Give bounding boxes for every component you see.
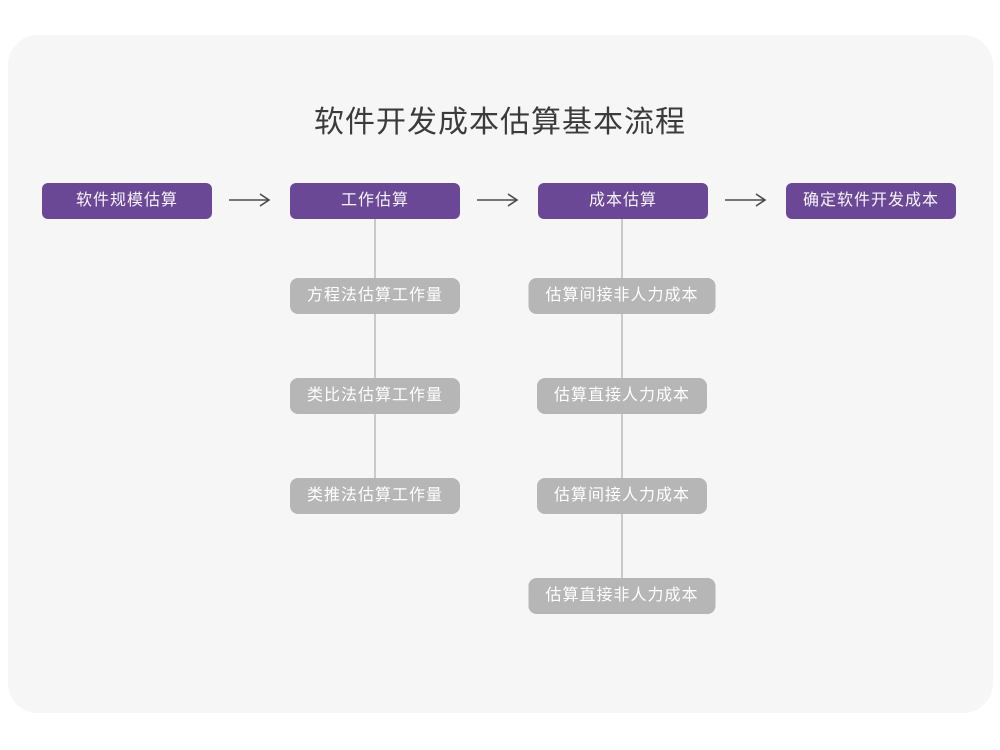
page-title: 软件开发成本估算基本流程 bbox=[314, 106, 686, 139]
flowchart-card bbox=[8, 35, 993, 713]
sub-step-extrapolation-method: 类推法估算工作量 bbox=[289, 478, 461, 514]
flow-step-determine-development-cost: 确定软件开发成本 bbox=[786, 183, 956, 219]
sub-step-analogy-method: 类比法估算工作量 bbox=[289, 378, 461, 414]
arrow-right-icon bbox=[229, 193, 271, 207]
sub-step-indirect-labor-cost: 估算间接人力成本 bbox=[536, 478, 708, 514]
connector-line-work-estimation bbox=[374, 218, 376, 478]
flow-step-software-scale-estimation: 软件规模估算 bbox=[42, 183, 212, 219]
arrow-right-icon bbox=[725, 193, 767, 207]
flow-step-work-estimation: 工作估算 bbox=[290, 183, 460, 219]
sub-step-indirect-non-labor-cost: 估算间接非人力成本 bbox=[528, 278, 716, 314]
flow-step-cost-estimation: 成本估算 bbox=[538, 183, 708, 219]
sub-step-direct-non-labor-cost: 估算直接非人力成本 bbox=[528, 578, 716, 614]
arrow-right-icon bbox=[477, 193, 519, 207]
sub-step-direct-labor-cost: 估算直接人力成本 bbox=[536, 378, 708, 414]
sub-step-equation-method: 方程法估算工作量 bbox=[289, 278, 461, 314]
